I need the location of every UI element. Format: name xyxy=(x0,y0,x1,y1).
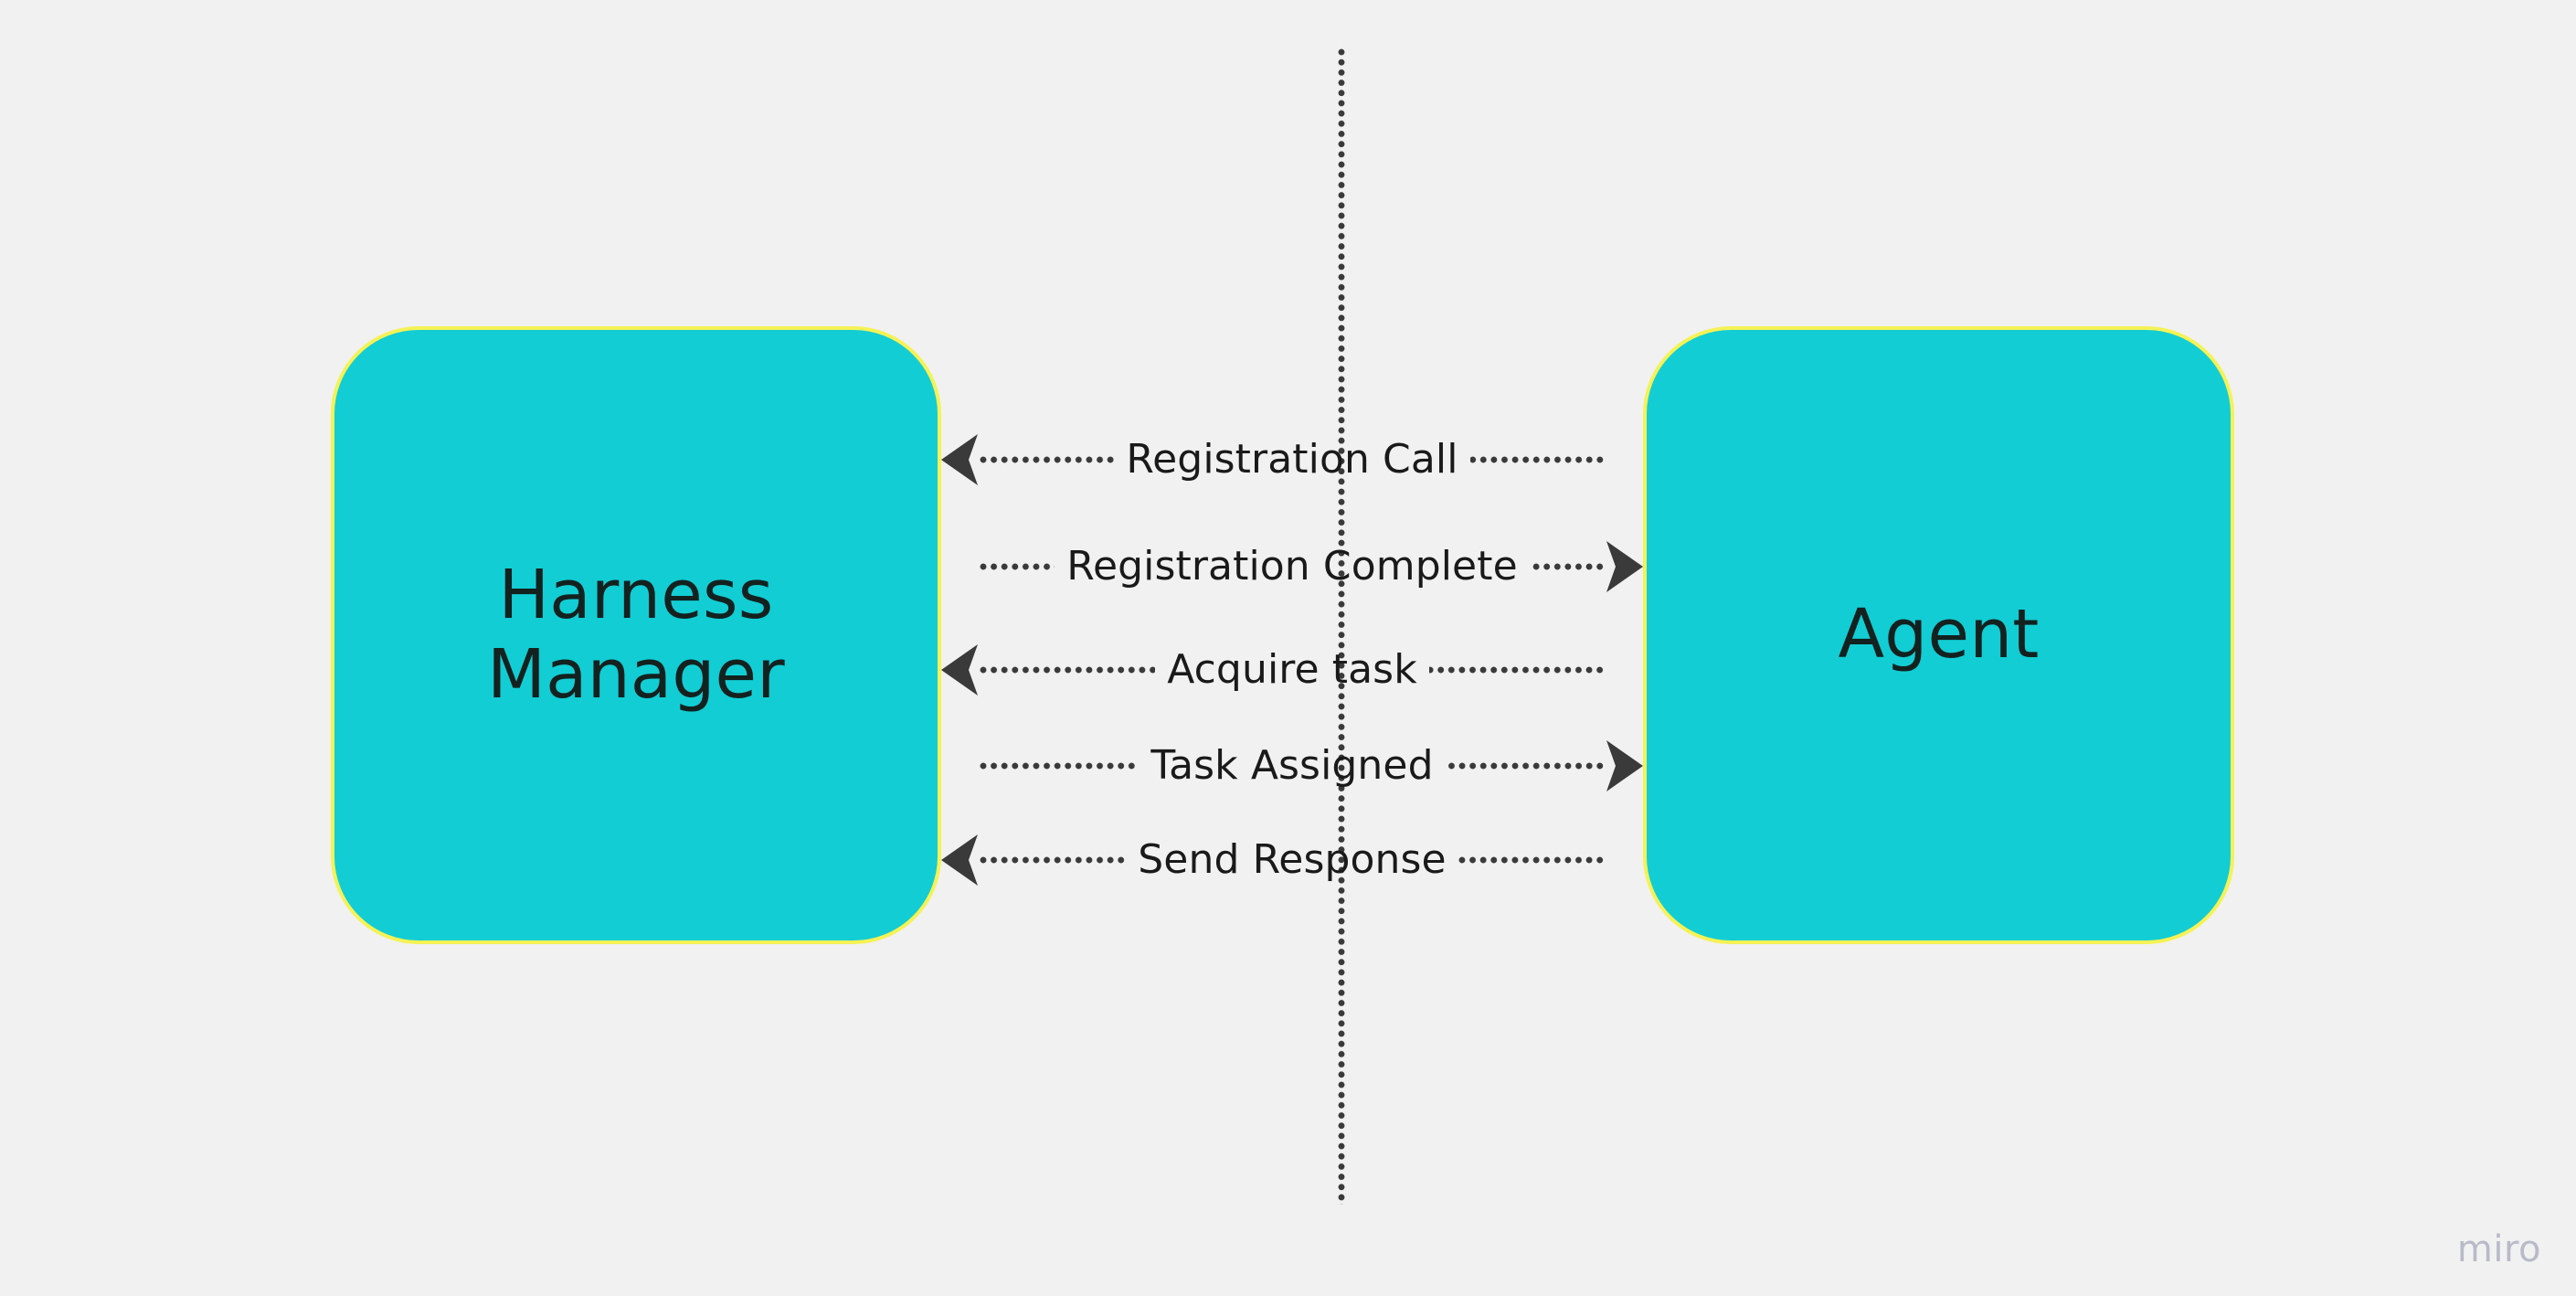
message-label-1: Registration Call xyxy=(1126,436,1458,483)
node-agent[interactable]: Agent xyxy=(1643,326,2234,944)
message-row-2[interactable]: Registration Complete xyxy=(940,537,1644,596)
message-row-3[interactable]: Acquire task xyxy=(940,641,1644,699)
message-connector-right-4 xyxy=(1445,761,1606,770)
message-connector-left-2 xyxy=(979,562,1055,571)
message-connector-right-2 xyxy=(1529,562,1606,571)
message-connector-right-1 xyxy=(1469,455,1606,464)
arrowhead-left-icon xyxy=(940,643,979,696)
message-connector-left-1 xyxy=(979,455,1115,464)
arrowhead-right-icon xyxy=(1606,739,1644,792)
miro-watermark: miro xyxy=(2456,1228,2541,1270)
message-label-4: Task Assigned xyxy=(1150,742,1434,789)
node-agent-label: Agent xyxy=(1838,595,2040,675)
vertical-dotted-divider xyxy=(1337,48,1346,1205)
arrowhead-left-icon xyxy=(940,433,979,486)
message-connector-left-5 xyxy=(979,855,1127,865)
message-label-3: Acquire task xyxy=(1167,646,1417,693)
message-row-4[interactable]: Task Assigned xyxy=(940,737,1644,795)
message-row-1[interactable]: Registration Call xyxy=(940,430,1644,489)
message-connector-left-4 xyxy=(979,761,1140,770)
message-row-5[interactable]: Send Response xyxy=(940,831,1644,889)
message-connector-left-3 xyxy=(979,665,1156,675)
arrowhead-right-icon xyxy=(1606,540,1644,593)
node-harness-manager-label: Harness Manager xyxy=(487,555,785,714)
message-label-2: Registration Complete xyxy=(1066,543,1518,590)
arrowhead-left-icon xyxy=(940,834,979,887)
message-connector-right-3 xyxy=(1428,665,1606,675)
message-label-5: Send Response xyxy=(1138,836,1447,883)
message-connector-right-5 xyxy=(1458,855,1606,865)
node-harness-manager[interactable]: Harness Manager xyxy=(331,326,941,944)
